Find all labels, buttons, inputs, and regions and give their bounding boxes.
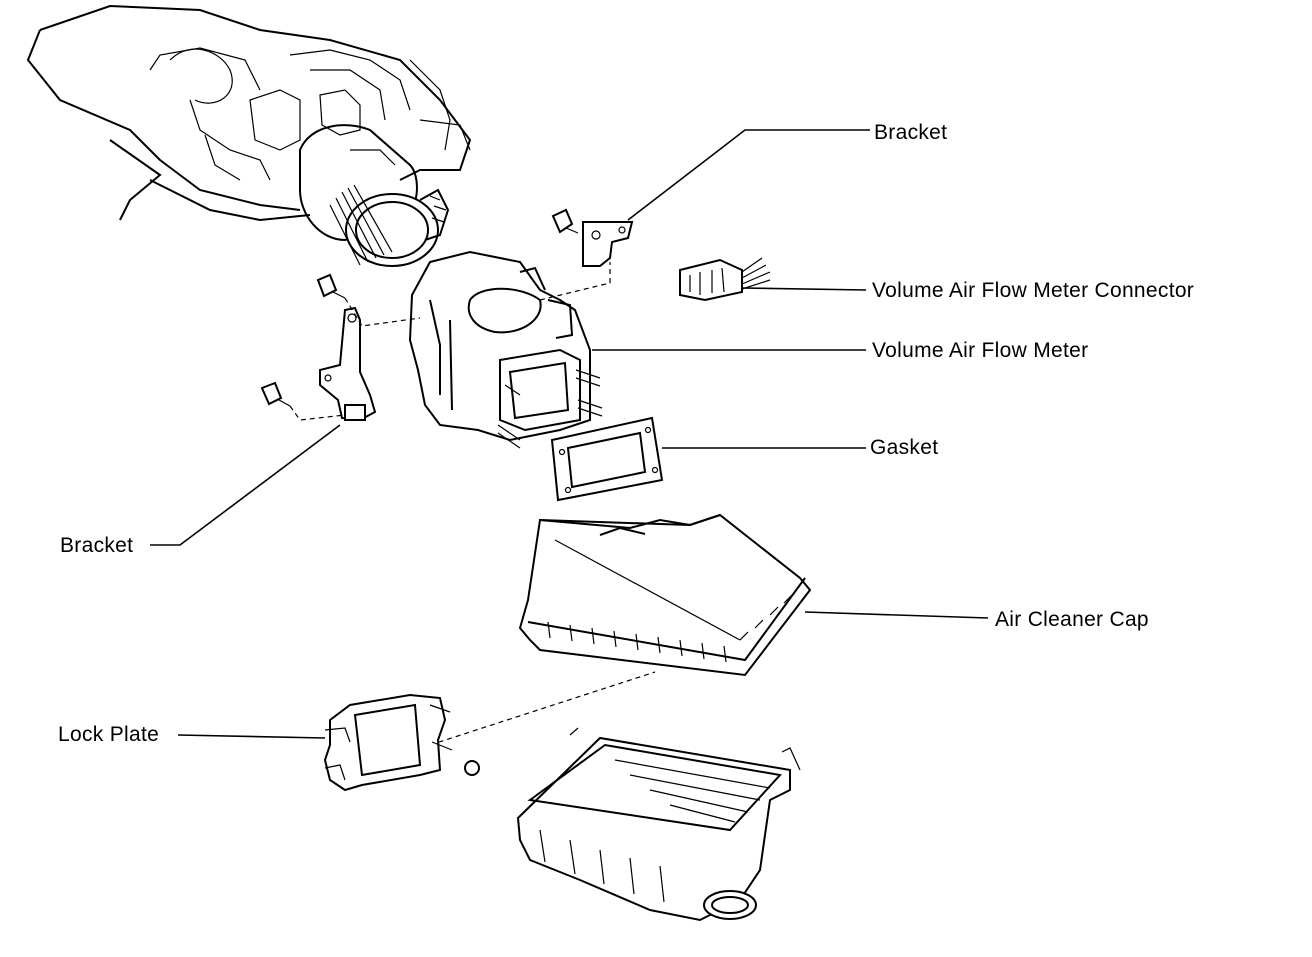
- air-cleaner-cap-part: [518, 513, 812, 677]
- left-bracket-part: [260, 273, 377, 422]
- lock-plate-part: [323, 693, 480, 792]
- air-flow-meter-part: [408, 250, 603, 449]
- intake-manifold-drawing: [26, 4, 472, 267]
- label-lock-plate: Lock Plate: [58, 723, 160, 746]
- leader-lines: [150, 129, 989, 739]
- label-bracket-upper: Bracket: [874, 121, 948, 144]
- gasket-part: [550, 416, 664, 502]
- label-air-cleaner-cap: Air Cleaner Cap: [995, 608, 1149, 631]
- connector-part: [679, 257, 771, 302]
- upper-bracket-part: [551, 208, 634, 267]
- label-air-flow-meter: Volume Air Flow Meter: [872, 339, 1089, 362]
- label-gasket: Gasket: [870, 436, 939, 459]
- label-bracket-lower: Bracket: [60, 534, 134, 557]
- air-cleaner-case-part: [516, 727, 801, 922]
- label-connector: Volume Air Flow Meter Connector: [872, 279, 1195, 302]
